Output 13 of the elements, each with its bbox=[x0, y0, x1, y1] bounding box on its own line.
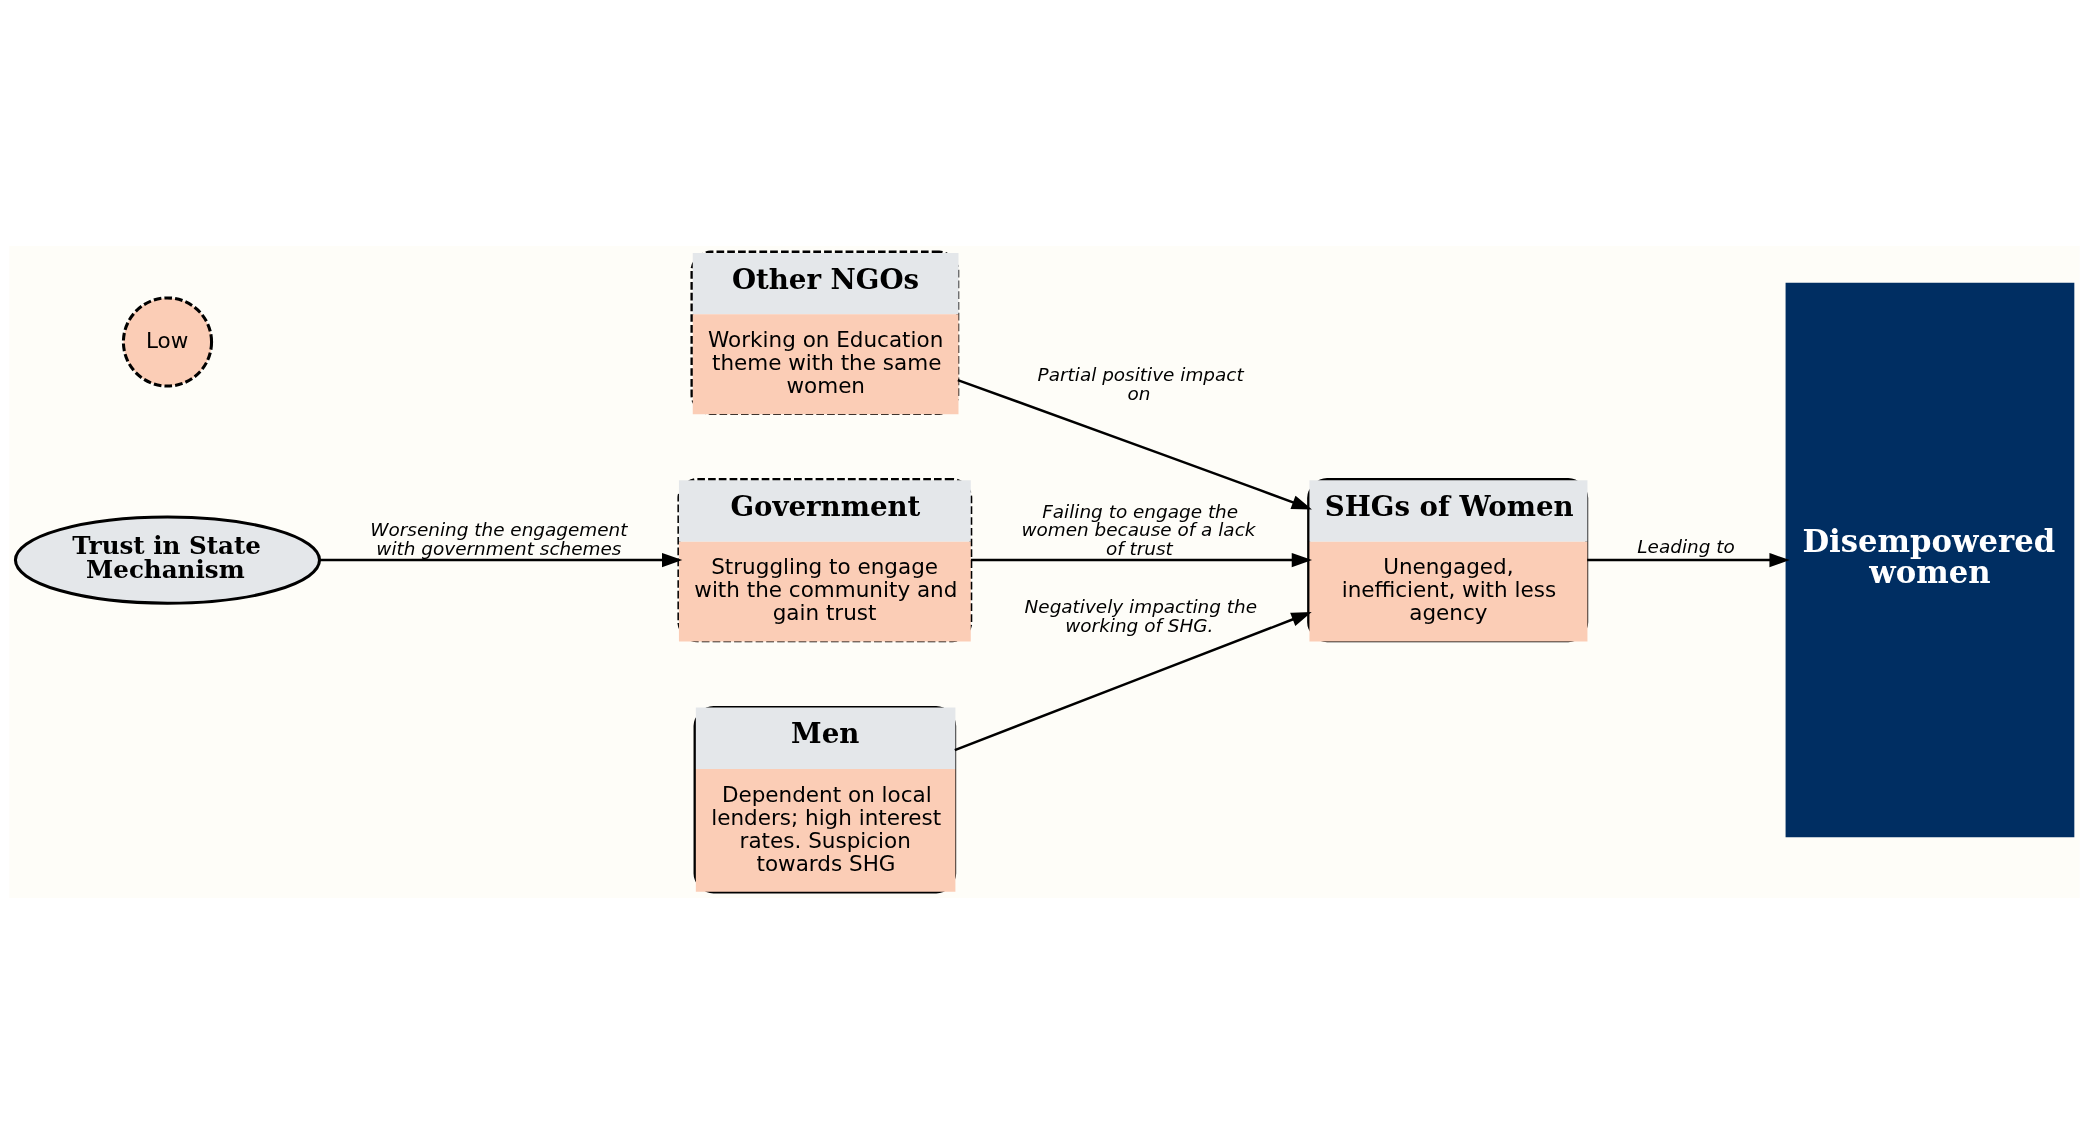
node-circle: Low bbox=[121, 296, 214, 388]
arrow bbox=[957, 378, 1312, 510]
edge-label: Worsening the engagement with government schemes bbox=[370, 519, 628, 559]
edge-label: Negatively impacting the working of SHG. bbox=[1024, 596, 1258, 636]
node-ellipse: Trust in State Mechanism bbox=[13, 515, 322, 605]
arrow bbox=[319, 553, 683, 568]
arrow bbox=[970, 553, 1313, 568]
edge-label: Leading to bbox=[1637, 536, 1735, 558]
edge-label: Partial positive impact on bbox=[1037, 364, 1244, 404]
edge-label: Failing to engage the women because of a lack of trust bbox=[1021, 501, 1256, 559]
arrow bbox=[954, 612, 1312, 752]
node-box: Disempowered women bbox=[1785, 282, 2075, 838]
arrow bbox=[1587, 553, 1790, 568]
